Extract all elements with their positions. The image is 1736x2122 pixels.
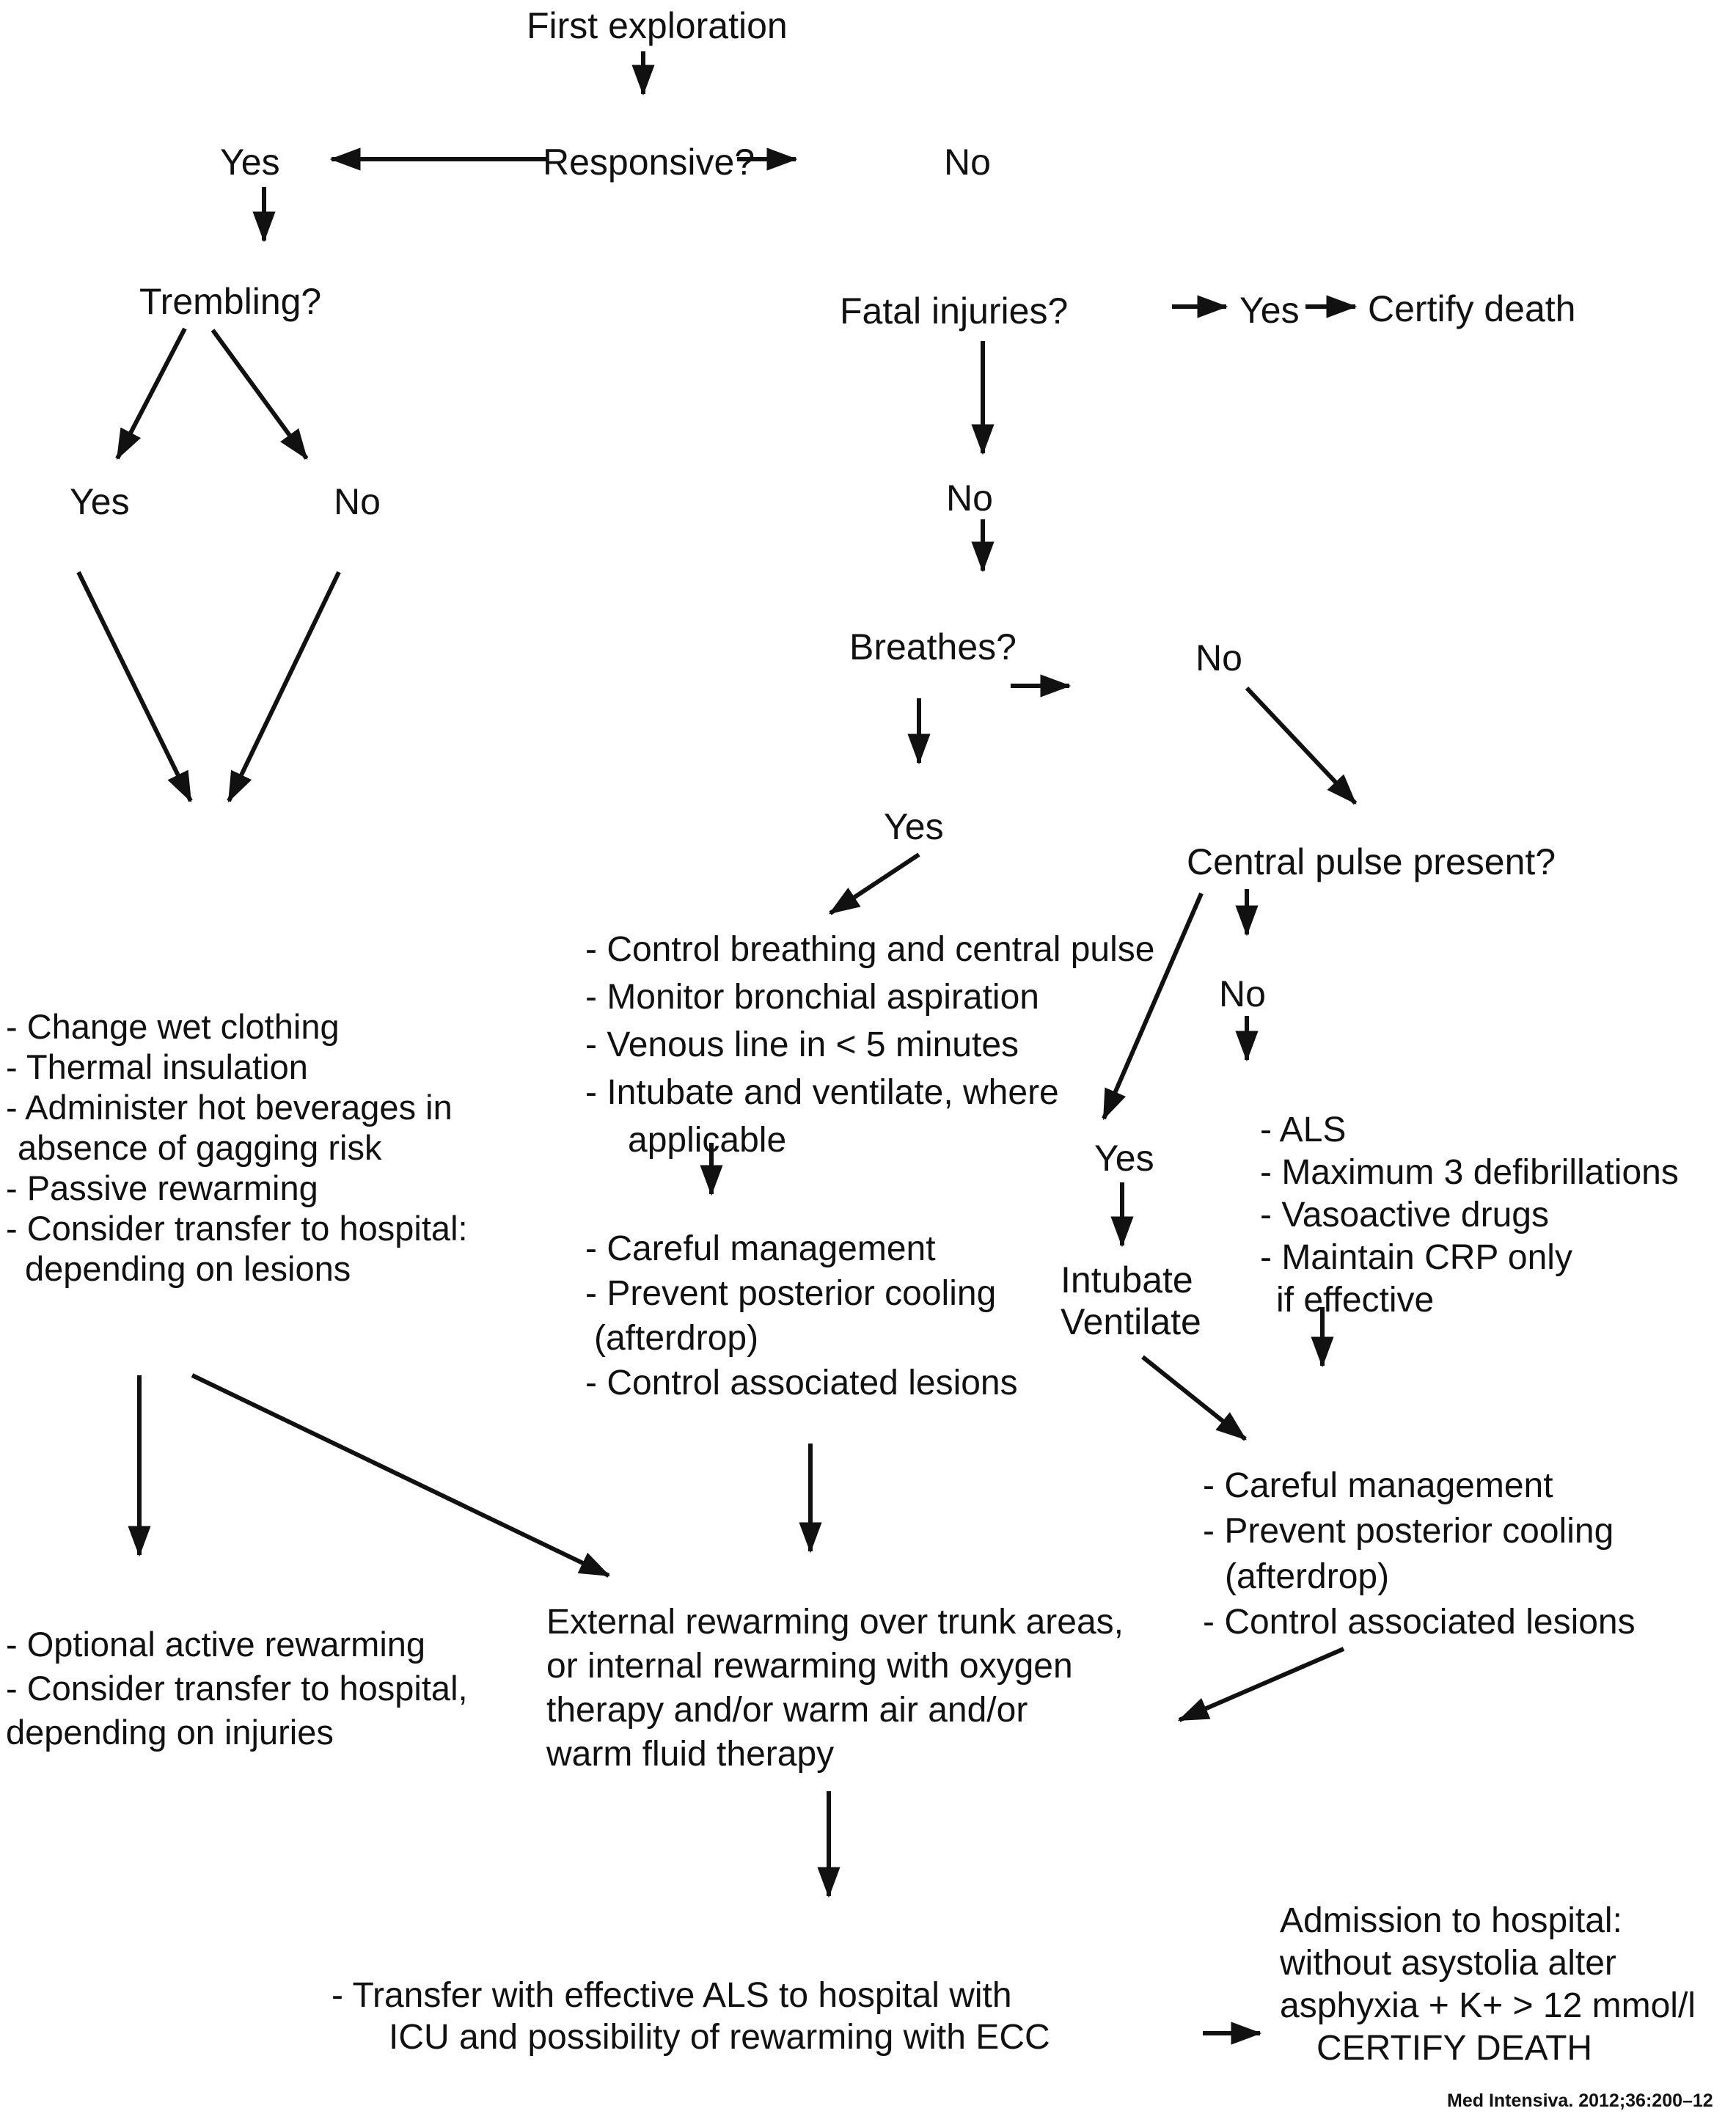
node-first-exploration: First exploration — [527, 5, 788, 46]
node-breathes: Breathes? — [849, 626, 1017, 667]
node-central-pulse: Central pulse present? — [1187, 841, 1556, 882]
node-responsive-no: No — [944, 142, 991, 183]
block-line: depending on lesions — [25, 1249, 351, 1288]
block-line: - Consider transfer to hospital, — [6, 1669, 468, 1708]
block-line: warm fluid therapy — [546, 1735, 835, 1774]
block-line: - Transfer with effective ALS to hospita… — [332, 1976, 1012, 2015]
block-line: absence of gagging risk — [18, 1128, 382, 1167]
node-intubate-line1: Intubate — [1061, 1259, 1193, 1300]
journal-citation: Med Intensiva. 2012;36:200–12 — [1447, 2090, 1713, 2111]
block-line: - Consider transfer to hospital: — [6, 1209, 468, 1248]
node-responsive-yes: Yes — [220, 142, 280, 183]
arrow-breathesyes-to-block — [828, 852, 920, 915]
arrow-intubate-to-careful — [1141, 1355, 1247, 1441]
node-responsive: Responsive? — [543, 142, 755, 183]
arrow-trembling-to-yes — [115, 327, 187, 461]
block-line: - Optional active rewarming — [6, 1625, 426, 1664]
node-trembling-no: No — [334, 481, 381, 522]
node-pulse-yes: Yes — [1094, 1138, 1154, 1179]
block-admission: Admission to hospital: without asystolia… — [1280, 1900, 1696, 2070]
node-intubate-line2: Ventilate — [1061, 1301, 1201, 1342]
node-certify-death: Certify death — [1368, 288, 1576, 329]
block-line: - Prevent posterior cooling — [585, 1274, 997, 1313]
block-line: if effective — [1276, 1281, 1435, 1320]
block-line: without asystolia alter — [1280, 1944, 1616, 1983]
node-fatal-injuries: Fatal injuries? — [840, 290, 1069, 332]
block-line: - Control associated lesions — [1203, 1603, 1636, 1642]
block-optional-rewarming: - Optional active rewarming - Consider t… — [6, 1622, 468, 1755]
block-external-rewarming: External rewarming over trunk areas, or … — [546, 1600, 1124, 1777]
block-line: - Maintain CRP only — [1260, 1238, 1572, 1277]
block-line: Admission to hospital: — [1280, 1901, 1622, 1940]
arrow-tremblingyes-to-care — [76, 571, 193, 803]
block-trembling-care: - Change wet clothing - Thermal insulati… — [6, 1006, 468, 1289]
block-line: depending on injuries — [6, 1713, 334, 1752]
block-transfer: - Transfer with effective ALS to hospita… — [332, 1975, 1050, 2058]
node-trembling-yes: Yes — [70, 481, 130, 522]
node-trembling: Trembling? — [139, 281, 322, 322]
block-line: - Careful management — [1203, 1466, 1553, 1505]
node-fatal-no: No — [946, 478, 993, 519]
arrow-carefulright-to-external — [1177, 1647, 1345, 1722]
block-breathing-control: - Control breathing and central pulse - … — [585, 926, 1154, 1164]
block-line: asphyxia + K+ > 12 mmol/l — [1280, 1986, 1696, 2025]
block-line: therapy and/or warm air and/or — [546, 1691, 1028, 1730]
block-line: ICU and possibility of rewarming with EC… — [389, 2018, 1050, 2057]
block-als: - ALS - Maximum 3 defibrillations - Vaso… — [1260, 1109, 1679, 1322]
block-line: applicable — [628, 1121, 787, 1160]
block-line: - Careful management — [585, 1229, 936, 1268]
block-line: - Passive rewarming — [6, 1168, 318, 1207]
block-line: - ALS — [1260, 1111, 1347, 1149]
arrow-care-to-external — [191, 1373, 611, 1578]
block-line: - Control associated lesions — [585, 1364, 1018, 1402]
block-line: - Thermal insulation — [6, 1047, 308, 1086]
block-line: (afterdrop) — [1225, 1557, 1390, 1596]
block-line: - Venous line in < 5 minutes — [585, 1025, 1019, 1064]
block-line: - Intubate and ventilate, where — [585, 1073, 1059, 1112]
arrow-trembling-to-no — [210, 329, 309, 460]
node-breathes-yes: Yes — [884, 806, 944, 847]
block-line: (afterdrop) — [594, 1319, 759, 1358]
block-line: CERTIFY DEATH — [1316, 2029, 1593, 2068]
block-line: - Change wet clothing — [6, 1007, 340, 1046]
block-line: or internal rewarming with oxygen — [546, 1647, 1073, 1686]
block-line: - Monitor bronchial aspiration — [585, 978, 1039, 1017]
arrow-tremblingno-to-care — [227, 571, 341, 803]
block-line: External rewarming over trunk areas, — [546, 1603, 1124, 1642]
block-careful-right: - Careful management - Prevent posterior… — [1203, 1463, 1636, 1645]
block-line: - Administer hot beverages in — [6, 1088, 453, 1127]
arrow-breathesno-to-pulse — [1245, 686, 1358, 805]
block-careful-center: - Careful management - Prevent posterior… — [585, 1226, 1018, 1405]
node-pulse-no: No — [1219, 973, 1266, 1014]
block-line: - Control breathing and central pulse — [585, 930, 1155, 969]
block-line: - Vasoactive drugs — [1260, 1196, 1549, 1234]
node-fatal-yes: Yes — [1239, 290, 1300, 331]
node-breathes-no: No — [1195, 637, 1242, 678]
block-line: - Prevent posterior cooling — [1203, 1512, 1614, 1551]
block-line: - Maximum 3 defibrillations — [1260, 1153, 1679, 1192]
